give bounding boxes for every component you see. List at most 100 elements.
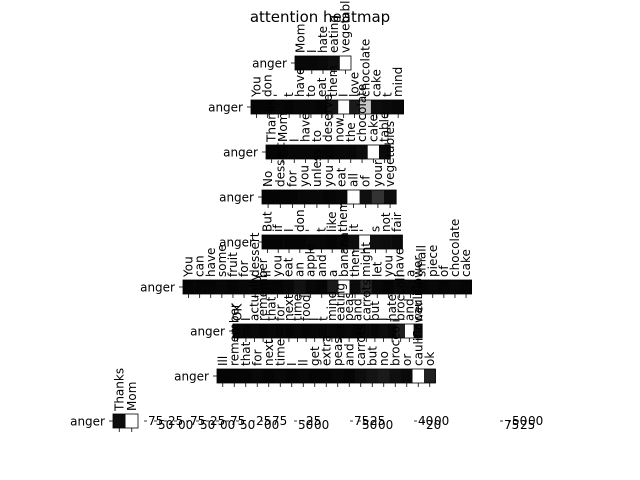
heatmap-cell <box>338 100 350 114</box>
heatmap-cell <box>362 324 371 338</box>
heatmap-cell <box>327 100 339 114</box>
heatmap-cell <box>317 56 329 70</box>
token-label: and <box>342 343 356 366</box>
colorbar-tick-label: 40 <box>418 414 433 428</box>
heatmap-cell <box>272 235 284 249</box>
token-label: You <box>249 76 263 98</box>
heatmap-cell <box>427 280 439 294</box>
heatmap-cell <box>333 145 346 159</box>
heatmap-panel: angerOKIactuallyrememberthatfornexttimef… <box>190 256 425 342</box>
token-label: of <box>359 175 373 187</box>
colorbar-tick-label: 00 <box>220 418 235 432</box>
heatmap-cell <box>241 324 251 338</box>
token-label: remember <box>256 258 270 321</box>
token-label: t <box>282 92 296 97</box>
token-label: cauliflower <box>411 256 425 321</box>
colorbar-tick-label: 25 <box>370 414 385 428</box>
token-label: piece <box>426 245 440 277</box>
heatmap-cell <box>310 324 320 338</box>
heatmap-cell <box>293 324 303 338</box>
row-label: anger <box>219 236 254 250</box>
token-label: get <box>308 346 322 366</box>
heatmap-cell <box>276 324 285 338</box>
heatmap-cell <box>263 369 275 383</box>
heatmap-panel: angerIllrememberthatfornexttimeIllgetext… <box>174 301 437 387</box>
token-label: mind <box>325 291 339 321</box>
token-label: let <box>370 261 384 277</box>
token-label: unless <box>310 149 324 187</box>
heatmap-cell <box>286 369 298 383</box>
heatmap-cell <box>382 280 395 294</box>
token-label: carrots <box>354 324 368 366</box>
colorbar-tick-label: 00 <box>264 418 279 432</box>
colorbar-tick-label: 50 <box>512 414 527 428</box>
heatmap-cell <box>370 100 383 114</box>
colorbar-tick-label: 50 <box>298 418 313 432</box>
token-label: or <box>400 354 414 366</box>
heatmap-cell <box>387 324 397 338</box>
heatmap-cell <box>262 235 274 249</box>
heatmap-cell <box>227 280 239 294</box>
token-label: that <box>265 296 279 321</box>
heatmap-cell <box>438 280 450 294</box>
heatmap-cell <box>389 369 402 383</box>
heatmap-cell <box>381 100 393 114</box>
token-label: banana <box>337 232 351 277</box>
token-label: for <box>286 170 300 187</box>
token-label: fruit <box>226 252 240 277</box>
heatmap-cell <box>327 280 339 294</box>
heatmap-cell <box>370 324 380 338</box>
heatmap-cell <box>378 369 390 383</box>
token-label: vegetables <box>383 121 397 187</box>
heatmap-cell <box>205 280 217 294</box>
row-label: anger <box>174 370 209 384</box>
heatmap-cell <box>460 280 472 294</box>
heatmap-cell <box>266 145 278 159</box>
heatmap-cell <box>274 369 287 383</box>
token-label: peas <box>331 337 345 366</box>
token-label: vegetables <box>338 0 352 53</box>
colorbar-tick-label: 00 <box>378 418 393 432</box>
token-label: for <box>273 304 287 321</box>
token-label: eat <box>315 77 329 97</box>
colorbar-tick-label: 75 <box>272 414 287 428</box>
colorbar-tick-label: 00 <box>178 418 193 432</box>
token-label: a <box>404 270 418 277</box>
colorbar-tick-label: 25 <box>306 414 321 428</box>
token-label: mind <box>391 67 405 97</box>
token-label: I <box>377 317 391 321</box>
heatmap-cell <box>393 280 406 294</box>
token-label: and <box>402 298 416 321</box>
token-label: for <box>250 349 264 366</box>
token-label: hate <box>385 294 399 321</box>
heatmap-cell <box>249 280 261 294</box>
heatmap-cell <box>299 145 312 159</box>
heatmap-cell <box>416 280 428 294</box>
heatmap-cell <box>322 145 335 159</box>
heatmap-cell <box>294 280 306 294</box>
token-label: but <box>365 346 379 366</box>
heatmap-cell <box>258 324 268 338</box>
token-label: not <box>379 212 393 232</box>
token-label: then <box>348 250 362 277</box>
token-label: to <box>310 130 324 142</box>
heatmap-cell <box>262 190 275 204</box>
heatmap-cell <box>344 324 354 338</box>
token-label: have <box>299 113 313 142</box>
token-label: table <box>378 112 392 142</box>
heatmap-cell <box>405 324 414 338</box>
token-label: You <box>182 256 196 278</box>
token-label: t <box>380 92 394 97</box>
heatmap-cell <box>328 56 341 70</box>
heatmap-cell <box>194 280 206 294</box>
token-label: I <box>337 93 351 97</box>
token-label: time <box>291 294 305 321</box>
token-label: broccoli <box>394 274 408 321</box>
heatmap-cell <box>217 369 229 383</box>
heatmap-cell <box>347 190 360 204</box>
heatmap-cell <box>274 190 287 204</box>
heatmap-cell <box>113 414 126 428</box>
